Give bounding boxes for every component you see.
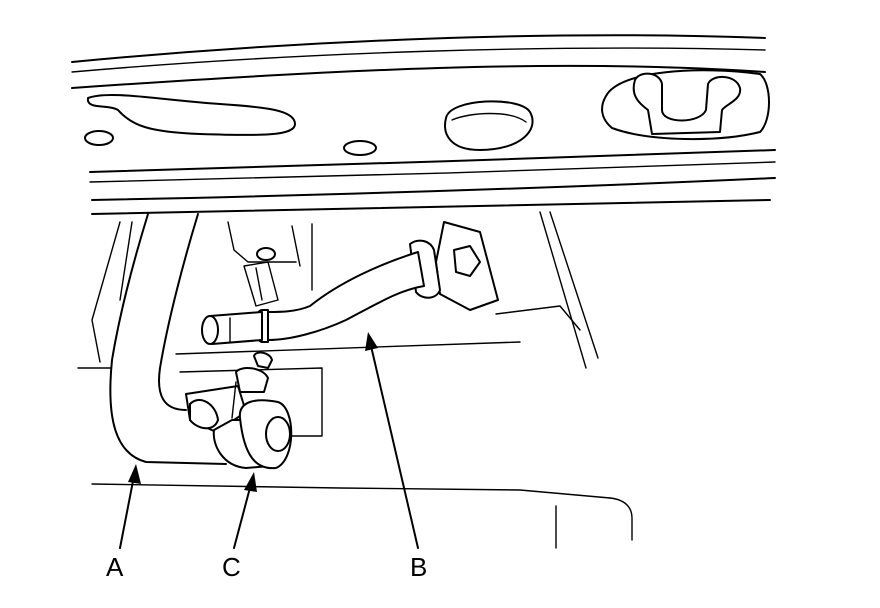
hose-clamp-c	[185, 351, 293, 470]
cross-member	[71, 34, 776, 215]
hose-bracket	[409, 221, 499, 311]
hose-b	[201, 251, 425, 345]
callout-label-a: A	[106, 552, 124, 582]
hose-a	[109, 213, 227, 465]
callout-label-b: B	[410, 552, 427, 582]
engine-outline	[77, 211, 633, 549]
callout-leaders	[119, 332, 419, 549]
callout-label-c: C	[222, 552, 241, 582]
